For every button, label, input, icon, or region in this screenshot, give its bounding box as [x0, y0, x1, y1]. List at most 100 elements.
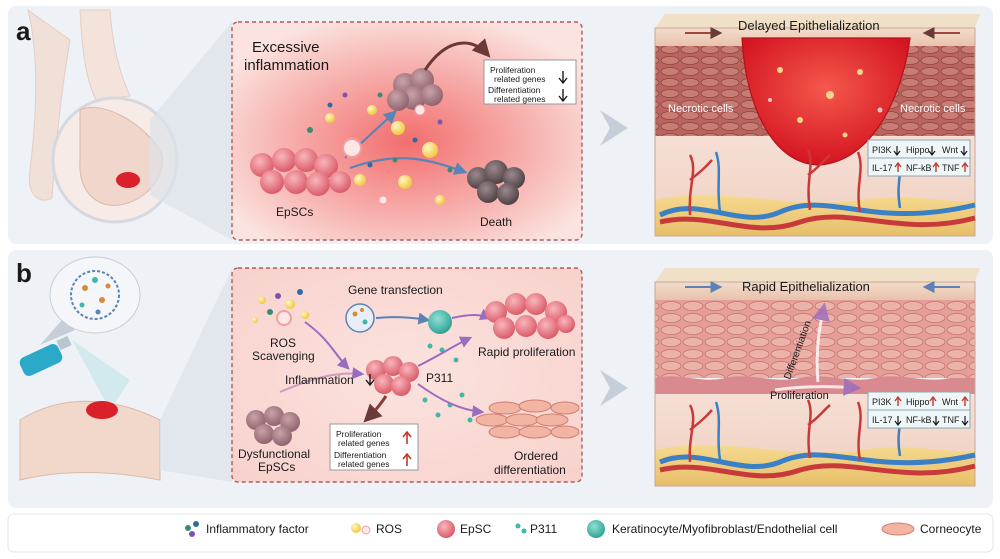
pathway-a-pi3k: PI3K	[872, 145, 892, 155]
legend-corneocyte-icon	[881, 522, 915, 536]
pathway-b-wnt: Wnt	[942, 397, 959, 407]
down-arrow-icon	[558, 89, 568, 103]
dead-cell-cluster	[467, 160, 525, 205]
down-arrow-icon	[558, 71, 568, 85]
legend-keratinocyte-icon	[587, 520, 605, 538]
down-arrow-icon	[893, 146, 901, 156]
dys-line2: EpSCs	[258, 460, 295, 474]
legend: Inflammatory factor ROS EpSC P311 Kerati…	[7, 513, 994, 553]
panel-a: a Excessive inflammation Proliferation r…	[8, 6, 993, 244]
down-arrow-icon	[961, 416, 969, 426]
genes-b-line3: Differentiation	[334, 450, 387, 460]
genes-a-line3: Differentiation	[488, 85, 541, 95]
genes-b-line4: related genes	[338, 459, 390, 469]
legend-epsc-icon	[437, 520, 455, 538]
arrow-to-genes-b	[363, 395, 388, 423]
box-title-line2: inflammation	[244, 57, 329, 74]
arrow-to-transfected	[375, 312, 431, 325]
flow-chevron-a	[600, 110, 628, 146]
genes-box-a	[483, 59, 577, 105]
genes-a-line2: related genes	[494, 74, 546, 84]
dysfunctional-cluster	[246, 406, 300, 446]
arrow-to-genes	[423, 38, 491, 71]
legend-p311: P311	[530, 522, 557, 536]
proliferation-label: Proliferation	[770, 390, 829, 402]
skin-block-b	[654, 268, 980, 487]
down-arrow-icon	[960, 146, 968, 156]
pathway-b-nfkb: NF-kB	[906, 415, 932, 425]
necrotic-right-label: Necrotic cells	[900, 103, 966, 115]
legend-inflammatory: Inflammatory factor	[206, 522, 309, 536]
pathway-box-b: PI3K Hippo Wnt IL-17 NF-kB TNF	[867, 391, 971, 429]
epsc-cluster-upper	[387, 68, 443, 111]
epsc-label: EpSCs	[276, 205, 313, 219]
ros-line2: Scavenging	[252, 349, 315, 363]
epsc-cluster-b	[366, 356, 419, 396]
arrow-to-death	[349, 157, 468, 175]
up-arrow-icon	[961, 395, 969, 406]
legend-corneocyte: Corneocyte	[920, 522, 982, 536]
arrow-ros-to-epsc	[304, 321, 350, 370]
panel-b-letter: b	[16, 258, 32, 288]
down-arrow-icon	[932, 416, 940, 426]
rapid-proliferation-label: Rapid proliferation	[478, 345, 575, 359]
up-arrow-icon	[402, 430, 412, 444]
rapid-proliferation-cluster	[485, 293, 575, 339]
ros-line1: ROS	[270, 336, 296, 350]
ros-cluster-b	[252, 289, 309, 326]
legend-keratinocyte: Keratinocyte/Myofibroblast/Endothelial c…	[612, 522, 837, 536]
pathway-a-wnt: Wnt	[942, 145, 959, 155]
down-arrow-icon	[365, 374, 375, 387]
panel-b: b Gene transfection	[8, 250, 993, 508]
up-arrow-icon	[932, 161, 940, 172]
mechanism-box: Gene transfection ROS Scavenging	[231, 267, 583, 483]
wound-skin-b	[86, 401, 118, 419]
death-label: Death	[480, 215, 512, 229]
legend-ros: ROS	[376, 522, 402, 536]
pathway-b-hippo: Hippo	[906, 397, 930, 407]
up-arrow-icon	[894, 395, 902, 406]
arrow-epsc-to-ordered	[417, 383, 485, 418]
ros-bubbles-a	[307, 92, 453, 205]
necrotic-left-label: Necrotic cells	[668, 103, 734, 115]
differentiation-arrow	[812, 302, 830, 383]
pathway-a-nfkb: NF-kB	[906, 163, 932, 173]
genes-box-b	[329, 423, 419, 471]
pathway-a-il17: IL-17	[872, 163, 893, 173]
up-arrow-icon	[402, 452, 412, 466]
down-arrow-icon	[928, 146, 936, 156]
up-arrow-icon	[961, 161, 969, 172]
arrow-epsc-to-rapid	[417, 336, 473, 367]
ordered-line2: differentiation	[494, 463, 566, 477]
zoom-connector-b	[160, 268, 232, 482]
pathway-b-tnf: TNF	[942, 415, 960, 425]
inflammation-box: Excessive inflammation Proliferation rel…	[231, 21, 583, 241]
foot-ulcer	[116, 172, 140, 188]
spray-bottle	[19, 344, 63, 376]
pathway-a-tnf: TNF	[942, 163, 960, 173]
p311-label: P311	[426, 371, 453, 385]
skin-a-title: Delayed Epithelialization	[738, 18, 880, 33]
up-arrow-icon	[894, 161, 902, 172]
proliferation-arrow	[774, 377, 862, 396]
legend-epsc: EpSC	[460, 522, 492, 536]
arrow-dys-to-epsc	[279, 367, 365, 393]
foot-illustration	[27, 8, 179, 224]
gene-transfection-label: Gene transfection	[348, 283, 443, 297]
pathway-a-hippo: Hippo	[906, 145, 930, 155]
down-arrow-icon	[894, 416, 902, 426]
spray-illustration	[19, 256, 161, 481]
skin-b-title: Rapid Epithelialization	[742, 279, 870, 294]
flow-chevron-b	[600, 370, 628, 406]
pathway-b-pi3k: PI3K	[872, 397, 892, 407]
pathway-box-a: PI3K Hippo Wnt IL-17 NF-kB TNF	[867, 139, 971, 177]
dys-line1: Dysfunctional	[238, 447, 310, 461]
legend-ros-icon	[351, 523, 371, 535]
box-title-line1: Excessive	[252, 39, 320, 56]
up-arrow-icon	[929, 395, 937, 406]
genes-b-line2: related genes	[338, 438, 390, 448]
panel-a-letter: a	[16, 16, 31, 46]
transfected-cell	[428, 310, 452, 334]
genes-a-line4: related genes	[494, 94, 546, 104]
